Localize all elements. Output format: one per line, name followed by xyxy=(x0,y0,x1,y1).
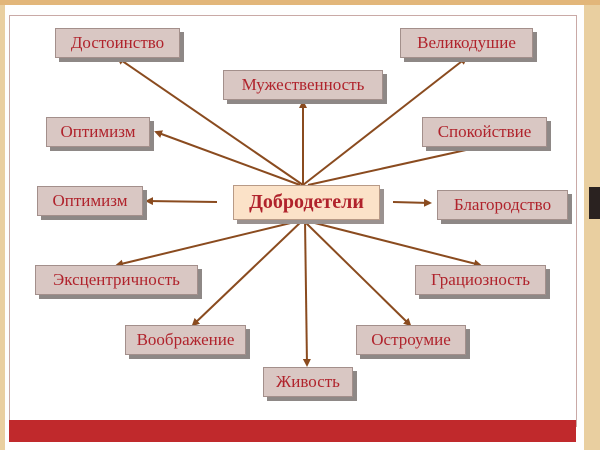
node-label: Остроумие xyxy=(371,330,451,349)
node-optimizm-mid: Оптимизм xyxy=(37,186,143,216)
arrow-to-zhivost xyxy=(302,219,311,367)
node-label: Спокойствие xyxy=(437,122,532,141)
arrow-to-ostroumie xyxy=(302,219,412,327)
node-label: Живость xyxy=(276,372,340,391)
node-ostroumie: Остроумие xyxy=(356,325,466,355)
arrow-to-optimizm-top xyxy=(154,130,301,186)
side-tab xyxy=(589,187,600,219)
node-dostoinstvo: Достоинство xyxy=(55,28,180,58)
node-center-dobrodeteli: Добродетели xyxy=(233,185,380,220)
arrow-to-spokoystvie xyxy=(307,143,486,186)
node-label: Мужественность xyxy=(241,75,365,94)
node-label: Воображение xyxy=(136,330,235,349)
footer-red-bar xyxy=(9,420,576,442)
arrow-to-gracioznost xyxy=(302,219,482,268)
arrow-to-dostoinstvo xyxy=(116,56,304,186)
node-label: Оптимизм xyxy=(52,191,128,210)
node-spokoystvie: Спокойствие xyxy=(422,117,547,147)
node-zhivost: Живость xyxy=(263,367,353,397)
node-gracioznost: Грациозность xyxy=(415,265,546,295)
node-label: Оптимизм xyxy=(60,122,136,141)
node-label: Благородство xyxy=(453,195,552,214)
arrow-to-voobrazhenie xyxy=(191,219,304,327)
node-velikodushie: Великодушие xyxy=(400,28,533,58)
arrow-to-blagorodstvo xyxy=(392,198,432,207)
arrow-to-ekscentrichnost xyxy=(115,219,304,268)
node-ekscentrichnost: Эксцентричность xyxy=(35,265,198,295)
node-label: Достоинство xyxy=(70,33,165,52)
arrow-to-velikodushie xyxy=(302,56,468,186)
slide-frame-top xyxy=(0,0,600,5)
node-blagorodstvo: Благородство xyxy=(437,190,568,220)
node-voobrazhenie: Воображение xyxy=(125,325,246,355)
node-label: Грациозность xyxy=(431,270,530,289)
center-label: Добродетели xyxy=(249,191,364,213)
node-muzhestvennost: Мужественность xyxy=(223,70,383,100)
node-label: Великодушие xyxy=(417,33,516,52)
node-label: Эксцентричность xyxy=(53,270,180,289)
node-optimizm-top: Оптимизм xyxy=(46,117,150,147)
arrow-to-optimizm-mid xyxy=(145,197,218,206)
